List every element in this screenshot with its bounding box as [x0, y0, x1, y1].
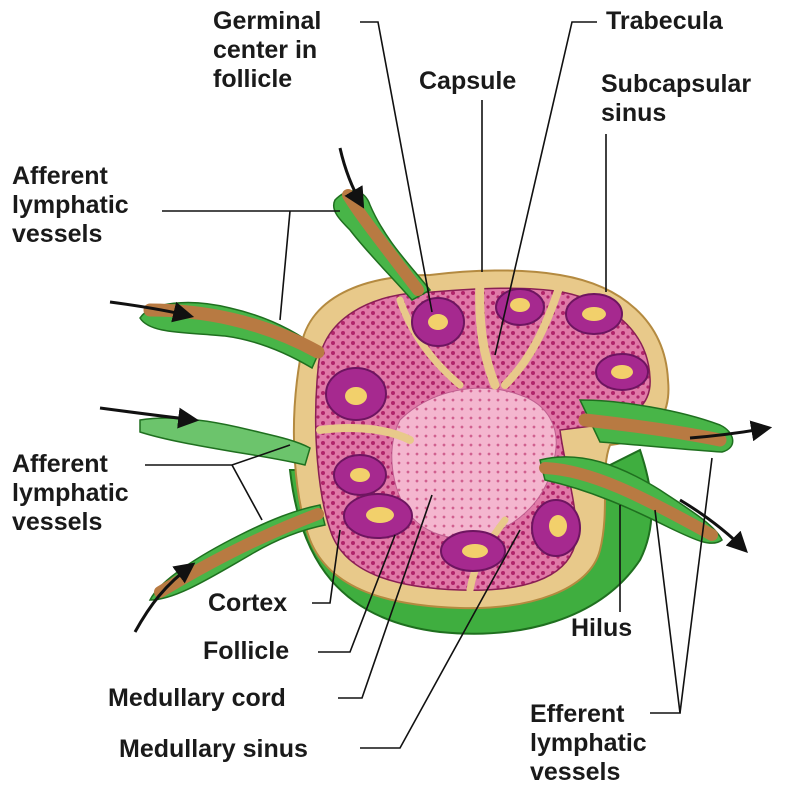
- label-cortex: Cortex: [208, 589, 287, 618]
- label-trabecula: Trabecula: [606, 7, 723, 36]
- afferent-vessel-mid: [140, 418, 310, 465]
- label-follicle: Follicle: [203, 637, 289, 666]
- label-efferent: Efferent lymphatic vessels: [530, 700, 647, 787]
- leader-efferent: [650, 510, 680, 713]
- label-subcapsular-sinus: Subcapsular sinus: [601, 70, 751, 128]
- leader-afferent-top-2: [280, 211, 290, 320]
- label-capsule: Capsule: [419, 67, 516, 96]
- afferent-arrow-3: [100, 408, 195, 420]
- label-hilus: Hilus: [571, 614, 632, 643]
- label-afferent-top: Afferent lymphatic vessels: [12, 162, 129, 249]
- leader-efferent-2: [680, 458, 712, 713]
- label-medullary-sinus: Medullary sinus: [119, 735, 308, 764]
- label-medullary-cord: Medullary cord: [108, 684, 286, 713]
- label-afferent-bottom: Afferent lymphatic vessels: [12, 450, 129, 537]
- leader-afferent-bottom-2: [232, 465, 262, 520]
- label-germinal-center: Germinal center in follicle: [213, 7, 321, 94]
